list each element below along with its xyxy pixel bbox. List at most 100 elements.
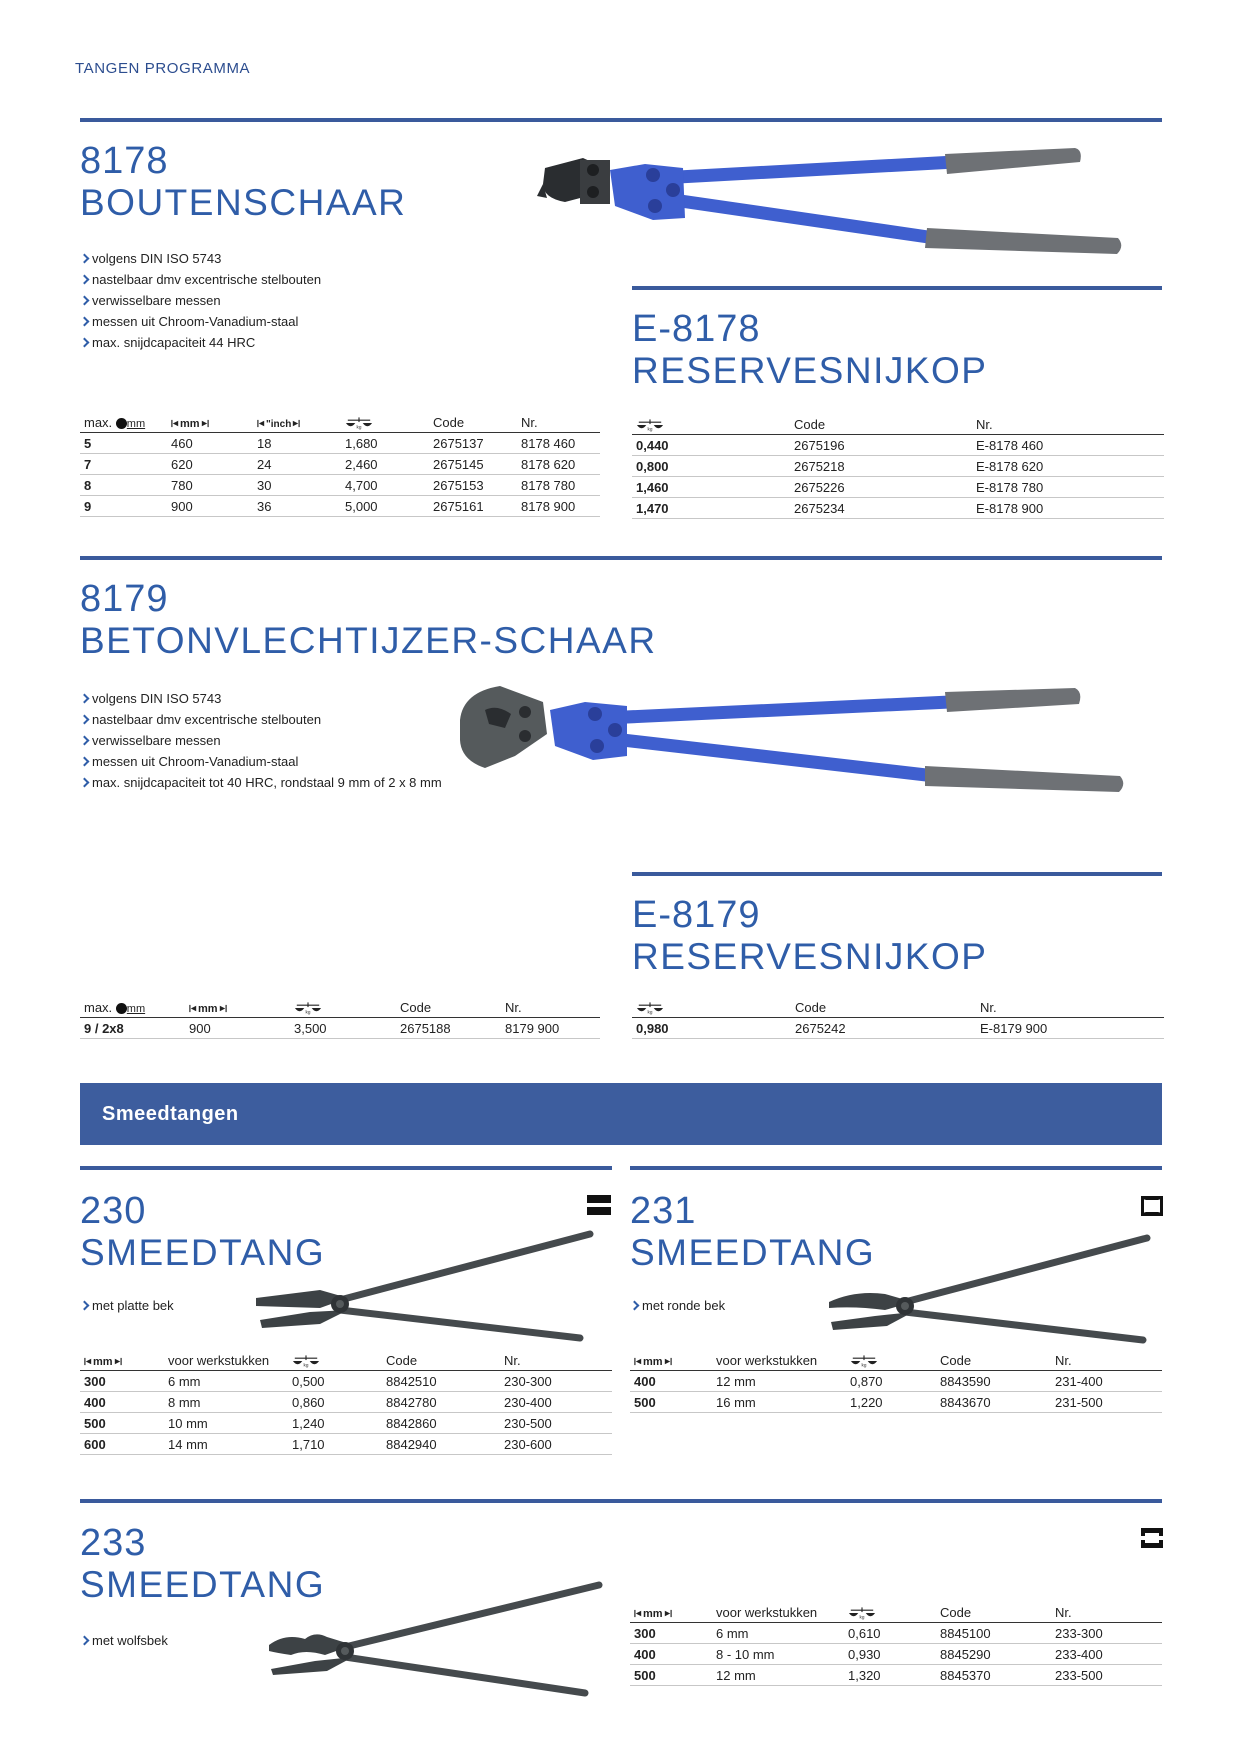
cell: 2675137: [429, 432, 517, 454]
mm-unit: mm: [198, 1003, 218, 1015]
length-arrow-left-icon: [84, 1357, 93, 1366]
col-weight: [844, 1598, 936, 1623]
length-arrow-right-icon: [291, 419, 300, 428]
col-workpieces: voor werkstukken: [712, 1346, 846, 1371]
table-header-row: Code Nr.: [632, 410, 1164, 435]
cell: E-8178 900: [972, 497, 1164, 519]
weight-scale-icon: [850, 1354, 878, 1368]
section-divider: [80, 556, 1162, 560]
product-title: RESERVESNIJKOP: [632, 350, 988, 391]
weight-scale-icon: [848, 1606, 876, 1620]
cell: 9: [80, 495, 167, 517]
col-length: mm: [630, 1346, 712, 1371]
mm-unit: mm: [180, 418, 200, 430]
cell: 2675218: [790, 455, 972, 477]
cell: 6 mm: [164, 1370, 288, 1392]
cell: 300: [80, 1370, 164, 1392]
cell: 8843670: [936, 1391, 1051, 1413]
col-workpieces: voor werkstukken: [164, 1346, 288, 1371]
section-divider: [80, 1166, 612, 1170]
cell: 0,930: [844, 1643, 936, 1665]
col-max-diameter: max. mm: [80, 993, 185, 1018]
cell: 2675226: [790, 476, 972, 498]
cell: 8 - 10 mm: [712, 1643, 844, 1665]
feature-item: nastelbaar dmv excentrische stelbouten: [80, 269, 500, 290]
product-number: 230: [80, 1190, 147, 1232]
col-code: Code: [936, 1598, 1051, 1623]
cell: 8842510: [382, 1370, 500, 1392]
feature-list: met platte bek: [80, 1295, 280, 1316]
cell: 2675242: [791, 1017, 976, 1039]
col-nr: Nr.: [500, 1346, 612, 1371]
col-length: mm: [167, 408, 253, 433]
weight-scale-icon: [292, 1354, 320, 1368]
mm-unit: mm: [126, 1003, 146, 1015]
length-arrow-right-icon: [200, 419, 209, 428]
product-title: BETONVLECHTIJZER-SCHAAR: [80, 620, 657, 661]
section-divider: [80, 118, 1162, 122]
cell: 230-400: [500, 1391, 612, 1413]
col-nr: Nr.: [1051, 1598, 1162, 1623]
cell: 2675145: [429, 453, 517, 475]
category-band: Smeedtangen: [80, 1083, 1162, 1145]
cell: 230-300: [500, 1370, 612, 1392]
feature-item: messen uit Chroom-Vanadium-staal: [80, 311, 500, 332]
cell: 300: [630, 1622, 712, 1644]
cell: 9 / 2x8: [80, 1017, 185, 1039]
col-nr: Nr.: [501, 993, 600, 1018]
cell: 1,460: [632, 476, 790, 498]
cell: 500: [80, 1412, 164, 1434]
cell: 8842780: [382, 1391, 500, 1413]
cell: E-8178 780: [972, 476, 1164, 498]
cell: 5,000: [341, 495, 429, 517]
feature-item: volgens DIN ISO 5743: [80, 688, 510, 709]
cell: 7: [80, 453, 167, 475]
cell: 0,800: [632, 455, 790, 477]
cell: 6 mm: [712, 1622, 844, 1644]
cell: 230-600: [500, 1433, 612, 1455]
filled-circle-icon: [115, 418, 127, 430]
inch-unit: "inch: [266, 419, 292, 430]
cell: 233-300: [1051, 1622, 1162, 1644]
table-header-row: max. mm mm "inch Code Nr.: [80, 408, 600, 433]
cell: 460: [167, 432, 253, 454]
weight-scale-icon: [294, 1001, 322, 1015]
cell: 8843590: [936, 1370, 1051, 1392]
col-max-diameter: max. mm: [80, 408, 167, 433]
rebar-cutter-image: [460, 686, 1124, 792]
length-arrow-left-icon: [189, 1004, 198, 1013]
col-weight: [632, 410, 790, 435]
cell: 400: [630, 1370, 712, 1392]
product-number: 233: [80, 1522, 147, 1564]
cell: 8845100: [936, 1622, 1051, 1644]
length-arrow-left-icon: [634, 1609, 643, 1618]
col-code: Code: [382, 1346, 500, 1371]
col-inch: "inch: [253, 408, 341, 433]
product-title: SMEEDTANG: [80, 1232, 326, 1273]
feature-item: messen uit Chroom-Vanadium-staal: [80, 751, 510, 772]
feature-list: volgens DIN ISO 5743 nastelbaar dmv exce…: [80, 688, 510, 793]
section-divider: [632, 872, 1162, 876]
table-header-row: mm voor werkstukken Code Nr.: [80, 1346, 612, 1371]
cell: 8178 460: [517, 432, 600, 454]
col-weight: [341, 408, 429, 433]
round-jaw-icon: [1141, 1196, 1163, 1216]
col-code: Code: [429, 408, 517, 433]
col-length: mm: [630, 1598, 712, 1623]
mm-unit: mm: [643, 1356, 663, 1368]
col-length: mm: [80, 1346, 164, 1371]
cell: 231-500: [1051, 1391, 1162, 1413]
length-arrow-right-icon: [663, 1609, 672, 1618]
